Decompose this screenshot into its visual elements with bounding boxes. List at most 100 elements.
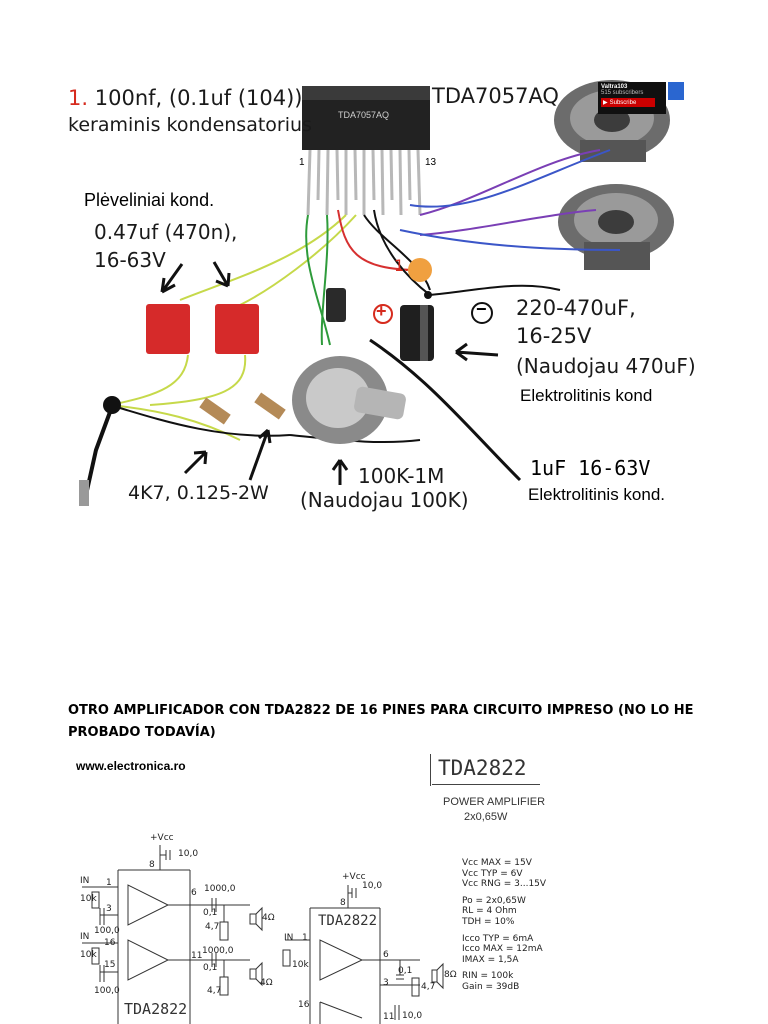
- pin-first: 1: [299, 157, 305, 168]
- spec-item: Icco TYP = 6mA: [462, 933, 534, 944]
- spec-item: Vcc RNG = 3...15V: [462, 879, 547, 890]
- small-cap-line1: 1uF 16-63V: [530, 456, 651, 480]
- spec-item: RL = 4 Ohm: [462, 906, 517, 917]
- left-r10k-2: 10k: [80, 950, 97, 960]
- left-vcc: +Vcc: [150, 833, 174, 843]
- spec-item: RIN = 100k: [462, 971, 514, 982]
- ceramic-cap: [408, 258, 432, 282]
- right-pin16: 16: [298, 1000, 310, 1010]
- left-pin6: 6: [191, 888, 197, 898]
- right-r47: 4,7: [421, 982, 436, 992]
- left-pin1: 1: [106, 878, 112, 888]
- film-title: Plėveliniai kond.: [84, 190, 215, 210]
- right-spk: 8Ω: [444, 970, 457, 980]
- film-value-line2: 16-63V: [94, 248, 166, 272]
- youtube-subscribe-label: Subscribe: [609, 99, 637, 106]
- spec-item: Gain = 39dB: [462, 981, 520, 992]
- elec-line4: Elektrolitinis kond: [520, 386, 653, 405]
- left-cap-top: 10,0: [178, 849, 199, 859]
- youtube-channel: Valtra103: [601, 84, 628, 90]
- note-ceramic-value: 100nf, (0.1uf (104)): [94, 86, 303, 110]
- pin-last: 13: [425, 157, 437, 168]
- right-chip-label: TDA2822: [318, 913, 378, 929]
- left-c100-2: 100,0: [94, 986, 120, 996]
- wiring-drawing: [79, 80, 674, 506]
- left-r47-2: 4,7: [207, 986, 222, 996]
- youtube-subscribers: 515 subscribers: [601, 90, 644, 96]
- spec-list: Vcc MAX = 15V Vcc TYP = 6V Vcc RNG = 3..…: [462, 858, 546, 993]
- film-cap-2: [215, 304, 259, 354]
- right-pin6: 6: [383, 950, 389, 960]
- youtube-play-icon: ▶: [603, 100, 608, 106]
- right-in: IN: [284, 933, 294, 943]
- plus-sign: +: [376, 301, 387, 321]
- spec-item: Icco MAX = 12mA: [462, 944, 543, 955]
- left-in2: IN: [80, 932, 90, 942]
- schematic-lines: [82, 845, 444, 1024]
- right-pin1: 1: [302, 933, 308, 943]
- left-chip-label: TDA2822: [124, 1000, 188, 1018]
- spec-item: Po = 2x0,65W: [462, 895, 526, 906]
- right-pin11: 11: [383, 1012, 395, 1022]
- pot-line1: 100K-1M: [358, 464, 445, 488]
- youtube-subscribe-button[interactable]: ▶ Subscribe: [601, 98, 655, 107]
- spec-item: TDH = 10%: [462, 916, 515, 927]
- left-in1: IN: [80, 876, 90, 886]
- title-underline: [432, 784, 540, 785]
- spec-item: Vcc TYP = 6V: [462, 868, 523, 879]
- right-pin8: 8: [340, 898, 346, 908]
- left-pin11: 11: [191, 951, 203, 961]
- right-cap-top: 10,0: [362, 881, 383, 891]
- left-c01-2: 0,1: [203, 963, 218, 973]
- bottom-figure: www.electronica.ro TDA2822 POWER AMPLIFI…: [0, 750, 768, 1024]
- left-c1000-2: 1000,0: [202, 946, 234, 956]
- right-c10: 10,0: [402, 1011, 423, 1021]
- left-r47-1: 4,7: [205, 922, 220, 932]
- youtube-overlay: Valtra103 515 subscribers ▶ Subscribe: [598, 82, 666, 114]
- right-c01: 0,1: [398, 966, 413, 976]
- left-c1000-1: 1000,0: [204, 884, 236, 894]
- note-ceramic-line2: keraminis kondensatorius: [68, 114, 312, 136]
- note-ceramic-line1: 1. 100nf, (0.1uf (104)): [68, 86, 303, 110]
- section-caption: OTRO AMPLIFICADOR CON TDA2822 DE 16 PINE…: [68, 703, 694, 740]
- spec-item: IMAX = 1,5A: [462, 954, 519, 965]
- left-pin8: 8: [149, 860, 155, 870]
- resistor-2: [254, 392, 286, 420]
- left-c100-1: 100,0: [94, 926, 120, 936]
- film-value-line1: 0.47uf (470n),: [94, 220, 238, 244]
- right-pin3: 3: [383, 978, 389, 988]
- pot-line2: (Naudojau 100K): [300, 488, 469, 512]
- left-spk2: 4Ω: [260, 978, 273, 988]
- left-spk1: 4Ω: [262, 913, 275, 923]
- spec-item: Vcc MAX = 15V: [462, 858, 532, 868]
- resistor-label: 4K7, 0.125-2W: [128, 482, 269, 504]
- left-pin3: 3: [106, 904, 112, 914]
- schematic-title: TDA2822: [438, 756, 527, 780]
- left-c01-1: 0,1: [203, 908, 218, 918]
- film-cap-1: [146, 304, 190, 354]
- top-figure: 1. 100nf, (0.1uf (104)) keraminis konden…: [68, 80, 696, 512]
- small-cap-line2: Elektrolitinis kond.: [528, 485, 666, 504]
- right-r10k: 10k: [292, 960, 309, 970]
- speaker-bottom: [558, 184, 674, 270]
- right-vcc: +Vcc: [342, 872, 366, 882]
- website-label: www.electronica.ro: [76, 759, 186, 773]
- note-ceramic-number: 1.: [68, 86, 89, 110]
- subtitle-line1: POWER AMPLIFIER: [443, 796, 546, 808]
- left-r10k-1: 10k: [80, 894, 97, 904]
- left-pin16: 16: [104, 938, 116, 948]
- cap-marker: 1.: [394, 256, 410, 275]
- resistor-1: [199, 397, 231, 425]
- overlay-corner-icon: [668, 82, 684, 100]
- chip-label: TDA7057AQ: [432, 84, 559, 108]
- small-electrolytic: [326, 288, 346, 322]
- chip-marking: TDA7057AQ: [338, 110, 390, 120]
- elec-line1: 220-470uF,: [516, 296, 636, 320]
- title-bracket-left: [430, 754, 431, 786]
- big-electrolytic: [400, 305, 434, 361]
- elec-line3: (Naudojau 470uF): [516, 354, 696, 378]
- minus-sign: −: [476, 299, 487, 319]
- left-pin15: 15: [104, 960, 116, 970]
- subtitle-line2: 2x0,65W: [464, 811, 508, 823]
- elec-line2: 16-25V: [516, 324, 592, 348]
